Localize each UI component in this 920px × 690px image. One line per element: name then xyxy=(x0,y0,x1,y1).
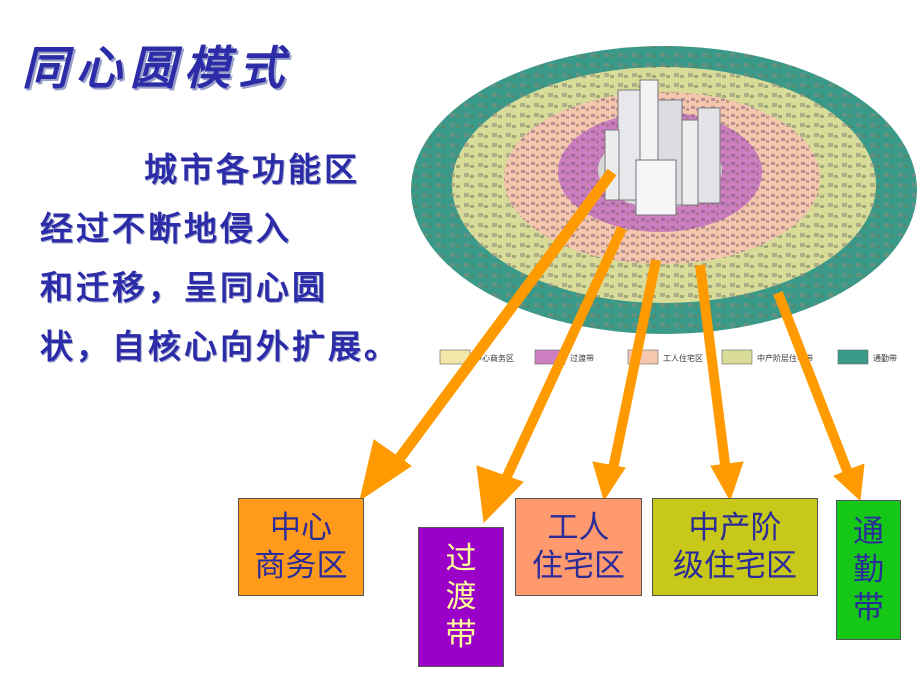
legend-cbd: 中心商务区 xyxy=(474,353,514,363)
arrowhead-middle xyxy=(710,461,744,502)
worker-label-box: 工人 住宅区 xyxy=(515,498,642,596)
middle-class-label: 中产阶 级住宅区 xyxy=(673,510,797,584)
legend-transition: 过渡带 xyxy=(570,353,594,363)
arrowhead-cbd xyxy=(359,439,412,502)
legend-middle: 中产阶层住宅带 xyxy=(757,353,813,363)
description-text: 城市各功能区 经过不断地侵入 和迁移，呈同心圆 状，自核心向外扩展。 xyxy=(40,140,470,376)
arrowhead-worker xyxy=(592,461,626,502)
map-legend: 中心商务区 过渡带 工人住宅区 中产阶层住宅带 通勤带 xyxy=(439,349,897,365)
middle-class-label-box: 中产阶 级住宅区 xyxy=(652,498,818,596)
arrow-middle xyxy=(695,264,731,473)
description-line: 城市各功能区 xyxy=(144,150,360,189)
description-line: 和迁移，呈同心圆 xyxy=(40,268,328,307)
arrow-worker xyxy=(607,258,661,476)
arrow-commuter xyxy=(773,291,855,480)
transition-label: 过 渡 带 xyxy=(445,541,477,653)
cbd-label: 中心 商务区 xyxy=(254,510,348,584)
arrow-cbd xyxy=(380,168,617,482)
legend-worker: 工人住宅区 xyxy=(663,353,703,363)
worker-label: 工人 住宅区 xyxy=(532,510,625,584)
transition-label-box: 过 渡 带 xyxy=(418,527,504,667)
page-title: 同心圆模式 xyxy=(22,41,292,95)
cbd-label-box: 中心 商务区 xyxy=(238,498,364,596)
commuter-label: 通 勤 带 xyxy=(853,514,884,626)
arrow-transition xyxy=(492,225,627,501)
pointer-arrows xyxy=(359,168,865,524)
legend-commuter: 通勤带 xyxy=(873,353,897,363)
arrowhead-transition xyxy=(476,465,524,524)
cbd-core xyxy=(598,79,722,216)
commuter-label-box: 通 勤 带 xyxy=(836,500,901,640)
description-line: 状，自核心向外扩展。 xyxy=(40,327,400,366)
description-line: 经过不断地侵入 xyxy=(40,209,292,248)
arrowhead-commuter xyxy=(833,463,865,502)
